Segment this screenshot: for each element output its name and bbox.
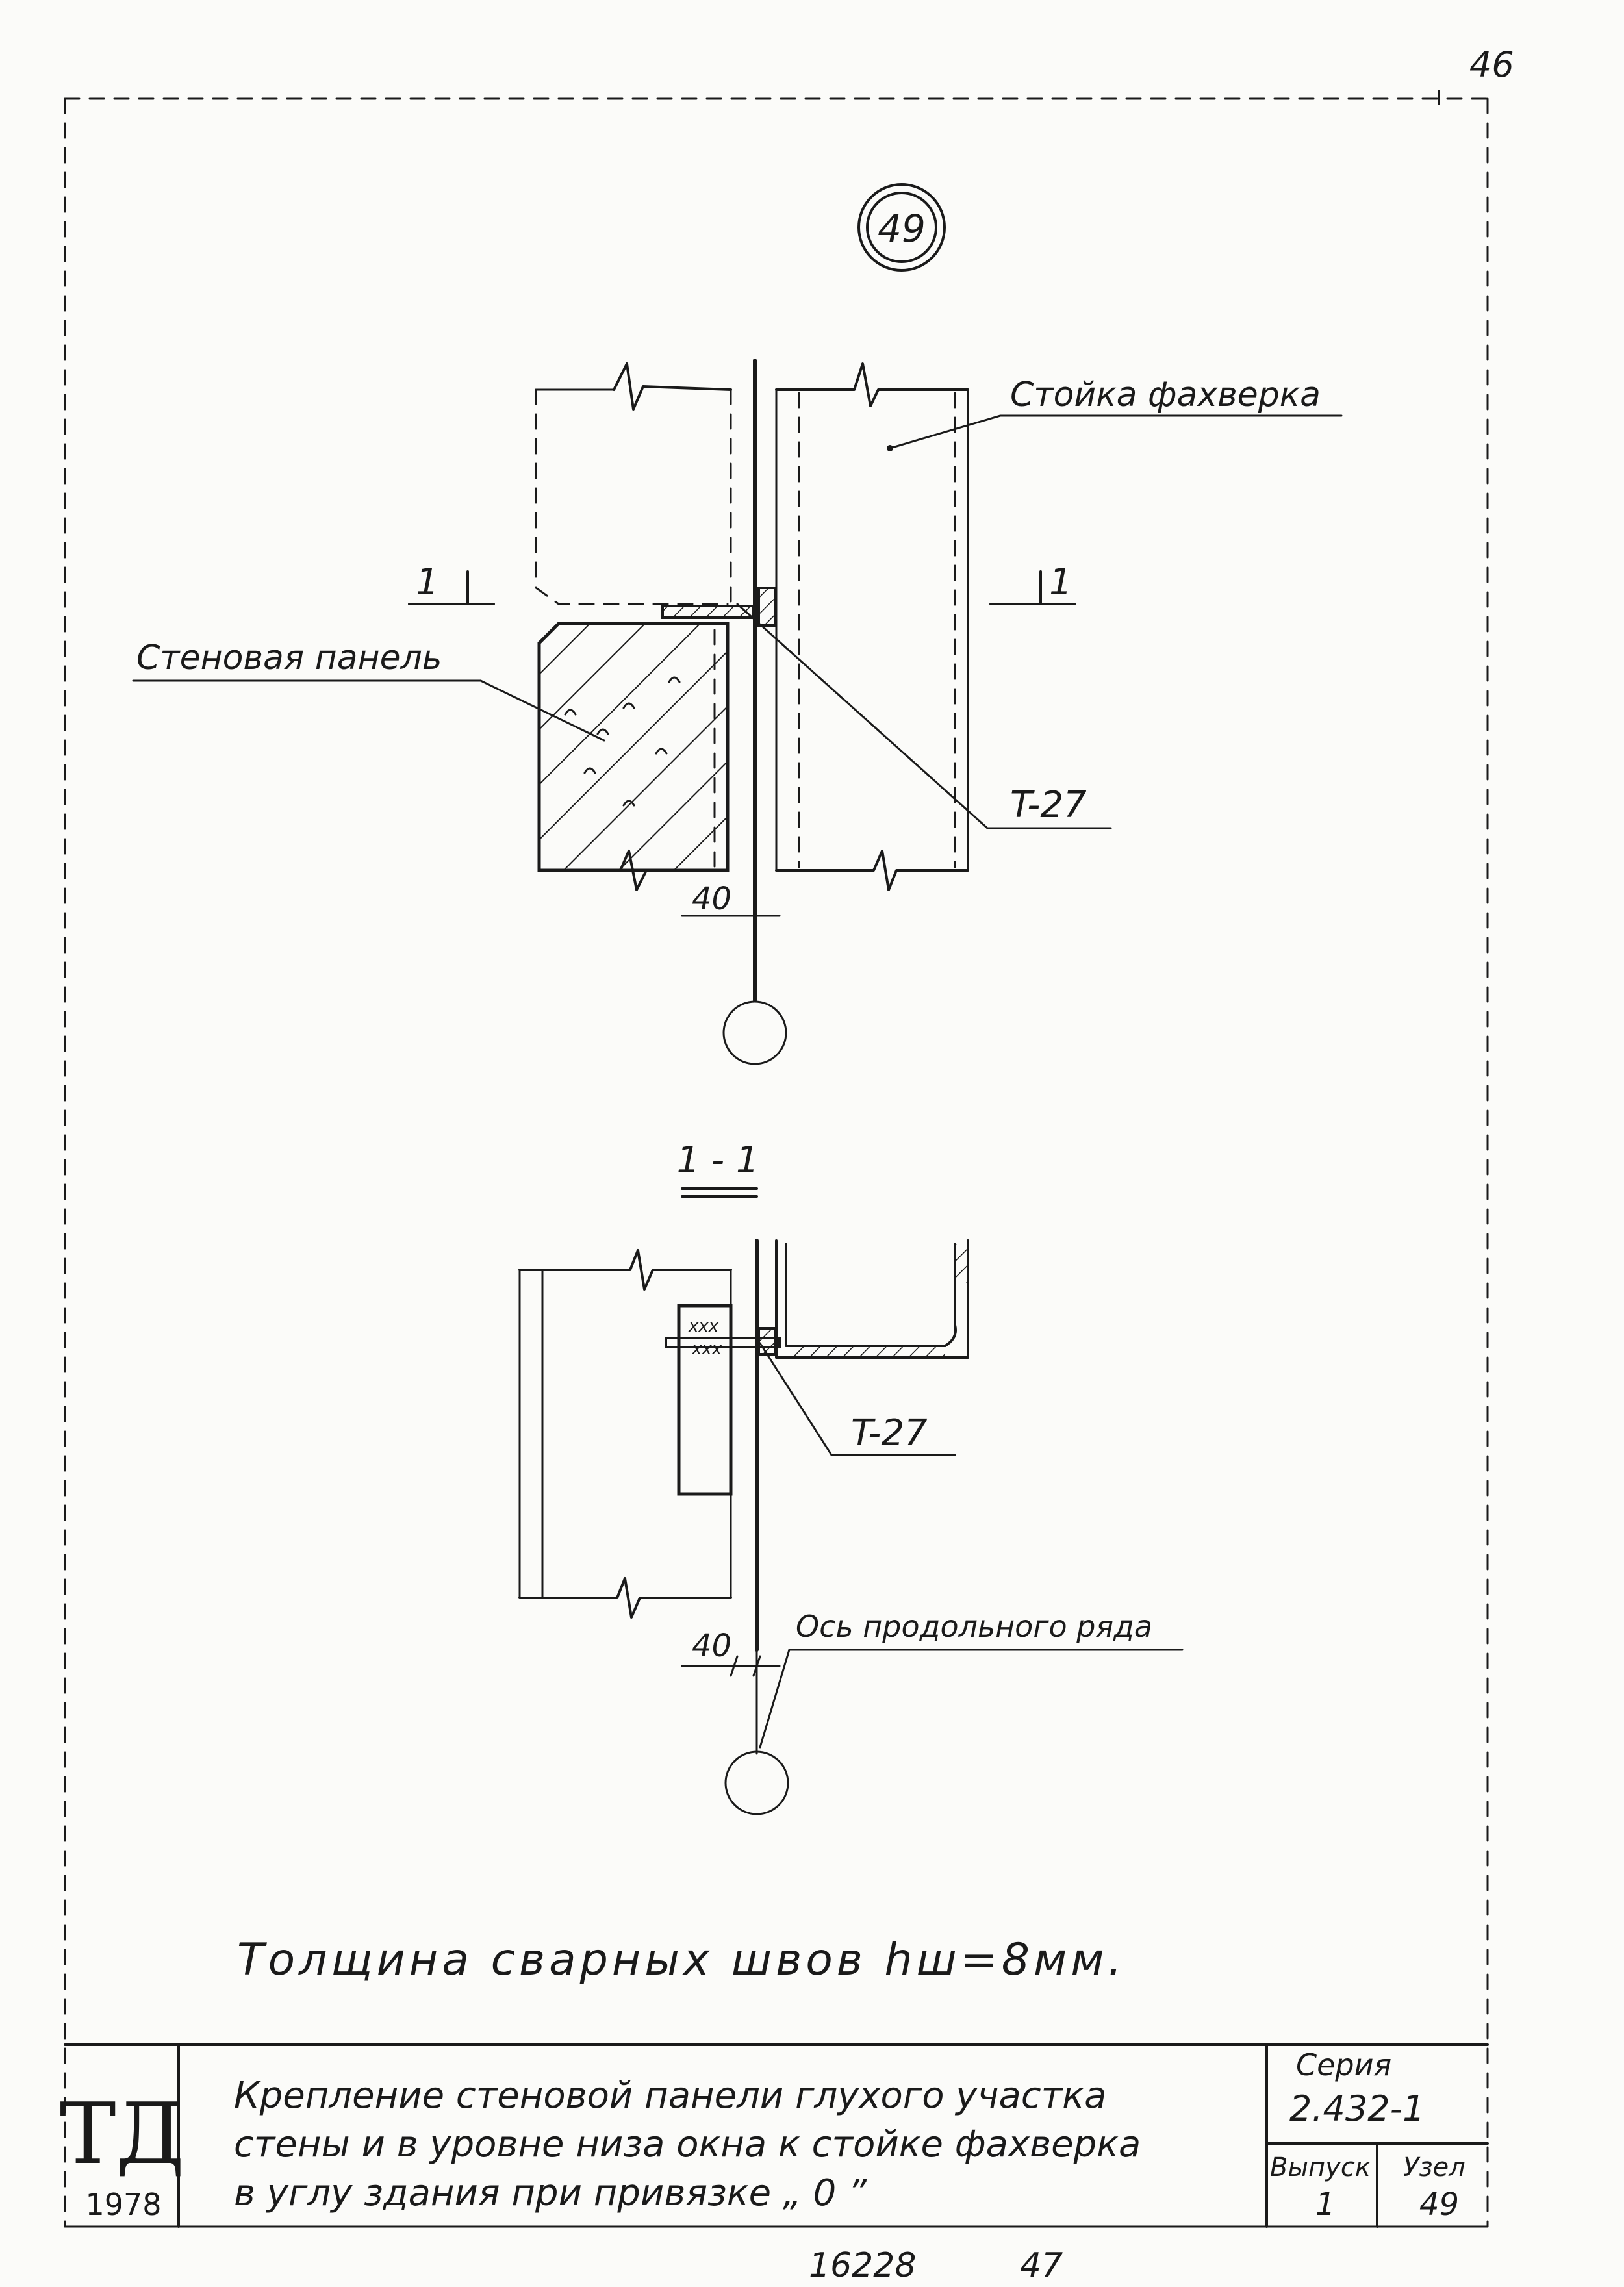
node-value: 49 [1419, 2186, 1459, 2223]
footer-sheet: 47 [1020, 2246, 1063, 2285]
section-view: 1 - 1 ххх ххх T-27 Ось прод [518, 1139, 1184, 1815]
description-line-1: Крепление стеновой панели глухого участк… [234, 2075, 1106, 2117]
node-marker: 49 [857, 183, 946, 272]
label-axis: Ось продольного ряда [796, 1609, 1152, 1644]
issue-value: 1 [1315, 2186, 1336, 2223]
sheet-frame [64, 97, 1489, 2228]
svg-text:1: 1 [1049, 561, 1072, 603]
description-line-3: в углу здания при привязке „ 0 ” [234, 2172, 867, 2214]
svg-text:ххх: ххх [691, 1339, 722, 1359]
footer-code: 16228 [809, 2246, 916, 2285]
description-line-2: стены и в уровне низа окна к стойке фахв… [234, 2123, 1141, 2166]
node-label: Узел [1403, 2153, 1465, 2182]
channel-profile [757, 1239, 969, 1359]
page-number: 46 [1469, 44, 1514, 85]
title-block-year: 1978 [85, 2187, 161, 2222]
weld-thickness-note: Толщина сварных швов hш=8мм. [237, 1934, 1126, 1986]
connecting-bar [665, 1337, 781, 1348]
series-value: 2.432-1 [1289, 2088, 1425, 2129]
dimension-plan: 40 [692, 881, 731, 917]
section-mark-right: 1 [989, 561, 1076, 605]
label-post: Стойка фахверка [1010, 375, 1321, 414]
dimension-section: 40 [692, 1628, 731, 1664]
plan-view: Стойка фахверка Стеновая панель T-27 1 1… [132, 359, 1343, 1065]
post [775, 362, 969, 891]
title-block: ТД 1978 Крепление стеновой панели глухог… [60, 2043, 1489, 2228]
title-block-logo: ТД [60, 2084, 184, 2183]
embedded-part [677, 1304, 733, 1496]
svg-text:1: 1 [416, 561, 439, 603]
node-marker-number: 49 [878, 207, 926, 251]
label-weld-plan: T-27 [1010, 784, 1087, 826]
label-wall-panel: Стеновая панель [136, 638, 442, 677]
weld-plate [661, 587, 777, 627]
section-mark-left: 1 [408, 561, 495, 605]
wall-panel [537, 622, 730, 872]
section-title: 1 - 1 [676, 1139, 759, 1181]
issue-label: Выпуск [1270, 2153, 1371, 2182]
svg-text:ххх: ххх [688, 1317, 719, 1336]
series-label: Серия [1296, 2047, 1391, 2082]
axis-bubble-section [724, 1750, 789, 1815]
label-weld-section: T-27 [851, 1412, 928, 1454]
axis-bubble-plan [722, 1000, 787, 1065]
